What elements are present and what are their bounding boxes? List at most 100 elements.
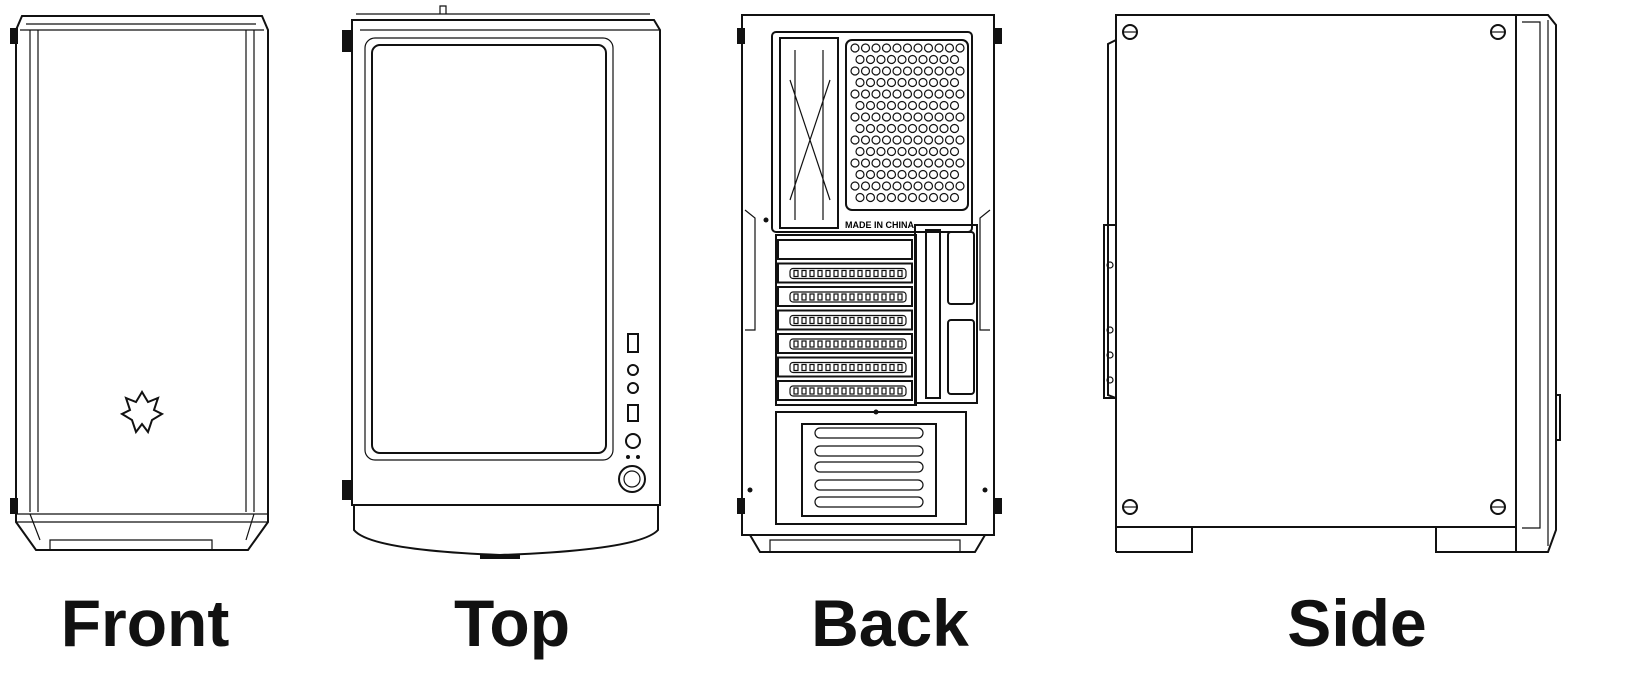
mesh-hole [850,43,860,53]
mesh-hole [855,77,865,88]
mesh-hole [928,123,939,134]
mesh-hole [897,100,907,111]
mesh-hole [855,169,865,180]
mesh-hole [871,181,881,191]
mesh-hole [860,43,871,53]
expansion-slot-cover [777,262,913,284]
mesh-hole [944,181,955,191]
mesh-hole [850,135,860,145]
mesh-hole [871,89,881,99]
mesh-hole [892,181,902,191]
mesh-hole [918,54,928,65]
mesh-hole [955,89,965,99]
mesh-hole [865,146,876,157]
mesh-hole [902,135,913,145]
mesh-hole [907,192,918,203]
mesh-hole [871,43,881,53]
mesh-hole [928,100,939,111]
mesh-hole [955,43,965,53]
mesh-hole [923,66,934,76]
mesh-hole [865,77,876,88]
mesh-hole [949,54,960,65]
mesh-hole [902,158,913,168]
mesh-hole [923,181,934,191]
mesh-hole [902,181,913,191]
mesh-hole [850,181,860,191]
mesh-hole [939,54,949,65]
mesh-hole [871,66,881,76]
mesh-hole [886,100,897,111]
expansion-slot-cover [777,309,913,331]
mesh-hole [928,169,939,180]
mesh-hole [944,112,955,122]
mesh-hole [876,77,886,88]
mesh-hole [892,89,902,99]
mesh-hole [886,54,897,65]
mesh-hole [918,192,928,203]
expansion-slot-cover [777,380,913,401]
mesh-hole [934,66,944,76]
mesh-hole [876,123,886,134]
mesh-hole [886,146,897,157]
mesh-hole [934,43,944,53]
mesh-hole [865,169,876,180]
mesh-hole [918,146,928,157]
expansion-slots [777,239,913,401]
mesh-hole [876,169,886,180]
mesh-hole [939,77,949,88]
mesh-hole [881,135,892,145]
mesh-hole [923,89,934,99]
mesh-hole [886,123,897,134]
mesh-hole [934,89,944,99]
screw-icon [1122,499,1138,515]
mesh-hole [902,89,913,99]
mesh-hole [928,192,939,203]
mesh-hole [855,146,865,157]
mesh-hole [881,112,892,122]
mesh-hole [876,100,886,111]
mesh-hole [907,77,918,88]
mesh-hole [897,77,907,88]
mesh-hole [881,181,892,191]
mesh-hole [855,192,865,203]
mesh-hole [902,43,913,53]
mesh-hole [934,158,944,168]
side-view [1103,14,1561,553]
mesh-hole [855,123,865,134]
mesh-hole [892,112,902,122]
mesh-hole [955,66,965,76]
top-label: Top [453,586,571,660]
made-in-china-marking: MADE IN CHINA [845,220,914,230]
mesh-hole [955,181,965,191]
back-view: MADE IN CHINA [737,14,1002,553]
mesh-hole [949,146,960,157]
expansion-slot-cover [777,239,913,260]
mesh-hole [918,123,928,134]
mesh-hole [907,123,918,134]
mesh-hole [944,66,955,76]
mesh-hole [892,135,902,145]
mesh-hole [944,158,955,168]
mesh-hole [918,169,928,180]
mesh-hole [939,146,949,157]
mesh-hole [871,158,881,168]
mesh-hole [934,112,944,122]
expansion-slot-cover [777,356,913,378]
mesh-hole [918,100,928,111]
mesh-hole [897,169,907,180]
mesh-hole [897,54,907,65]
screw-icon [1122,24,1138,40]
mesh-hole [913,66,923,76]
mesh-hole [881,43,892,53]
mesh-hole [939,123,949,134]
mesh-hole [850,158,860,168]
mesh-hole [949,123,960,134]
top-view [342,5,661,559]
screw-icon [1490,499,1506,515]
mesh-hole [860,135,871,145]
mesh-hole [860,112,871,122]
side-label: Side [1287,586,1427,660]
mesh-hole [944,43,955,53]
mesh-hole [902,112,913,122]
